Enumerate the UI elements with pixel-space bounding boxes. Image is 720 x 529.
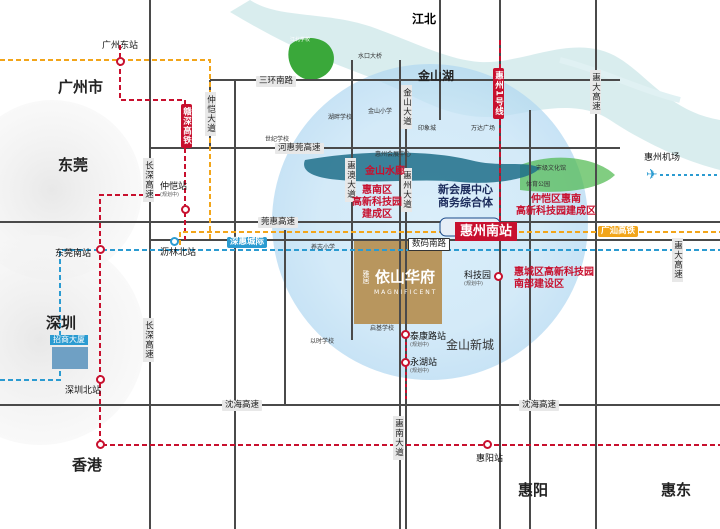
city-shenzhen: 深圳	[46, 314, 77, 332]
zone-huinan: 惠南区 高新科技园 建成区	[352, 185, 402, 220]
poi-lake-school: 湖畔学校	[328, 114, 353, 121]
zone-expo: 新会展中心 商务综合体	[438, 183, 493, 209]
marker-taikang	[401, 330, 410, 339]
road-huiao: 惠澳大道	[345, 158, 356, 202]
road-jinghui: 惠州大道	[401, 168, 412, 212]
marker-shenzhen-north	[96, 375, 105, 384]
rail-shenhui: 深惠城际	[227, 237, 268, 248]
lake-shape	[304, 152, 540, 183]
area-jinshanhu: 金山湖	[418, 69, 455, 83]
road-huida-2: 惠大高速	[672, 238, 683, 282]
park-shape	[288, 38, 334, 80]
marker-kejiyuan	[494, 272, 503, 281]
rail-metro1: 惠州1号线	[493, 68, 504, 119]
project-name-b: 华府	[405, 268, 436, 286]
marker-guangzhou-east	[116, 57, 125, 66]
city-huidong: 惠东	[661, 481, 692, 499]
station-dongguan-south: 东莞南站	[55, 249, 92, 259]
shenzhen-photo	[52, 347, 88, 369]
road-huizhou-dadao: 惠南大道	[393, 416, 404, 460]
road-guanhui: 莞惠高速	[258, 217, 299, 228]
project-block-shape	[354, 240, 442, 324]
poi-shuiguo: 水口大桥	[358, 53, 383, 60]
marker-yonghu	[401, 358, 410, 367]
poi-culture: 市级文化馆	[536, 165, 567, 172]
rail-guangshan: 广汕高铁	[598, 226, 639, 237]
station-huizhou-south: 惠州南站	[455, 222, 518, 241]
road-sanhuan: 三环南路	[256, 76, 297, 87]
station-shenzhen-north: 深圳北站	[65, 386, 102, 396]
city-hongkong: 香港	[72, 456, 103, 474]
poi-jinshan-school: 金山小学	[368, 108, 393, 115]
road-huida: 惠大高速	[590, 70, 601, 114]
road-hehui: 河惠莞高速	[275, 143, 324, 154]
marker-hk-west	[96, 440, 105, 449]
road-yanhai-right: 沈海高速	[519, 400, 560, 411]
marker-zhongkai	[181, 205, 190, 214]
poi-qiji: 启基学校	[370, 325, 395, 332]
poi-shiji: 世纪学校	[265, 136, 290, 143]
road-jinshan-dadao: 金山大道	[401, 85, 412, 129]
city-huiyang: 惠阳	[518, 481, 549, 499]
city-dongguan: 东莞	[58, 156, 89, 174]
station-kejiyuan: 科技园(规划中)	[464, 271, 492, 287]
station-zhongkai: 仲恺站(规划中)	[160, 182, 188, 198]
station-huiyang: 惠阳站	[476, 454, 504, 464]
road-zhongkai: 仲恺大道	[205, 92, 216, 136]
project-brand: 雅居	[362, 270, 370, 284]
rail-ganshen: 赣深高铁	[181, 104, 192, 148]
station-yonghu: 永湖站(规划中)	[410, 358, 438, 374]
poi-yinzheng: 印象城	[418, 125, 437, 132]
poi-expo-center: 惠州会展中心	[375, 151, 412, 158]
station-huizhou-airport: 惠州机场	[644, 153, 681, 163]
station-lilin-north: 沥林北站	[160, 248, 197, 258]
project-name-a: 依山	[375, 268, 406, 286]
station-guangzhou-east: 广州东站	[102, 41, 139, 51]
marker-huiyang	[483, 440, 492, 449]
area-jiangbei: 江北	[412, 12, 437, 26]
road-changshen-2: 长深高速	[143, 318, 154, 362]
road-yanhai-left: 沈海高速	[222, 400, 263, 411]
zone-huicheng: 惠城区高新科技园 南部建设区	[514, 267, 594, 290]
poi-yigu: 以时学校	[310, 338, 335, 345]
station-taikang: 泰康路站(规划中)	[410, 332, 447, 348]
road-shuma: 数码南路	[408, 238, 451, 251]
road-changshen-1: 长深高速	[143, 158, 154, 202]
marker-lilin-north	[170, 237, 179, 246]
zone-jinshan-water: 金山水廊	[365, 166, 405, 177]
poi-gym: 体育公园	[526, 181, 551, 188]
poi-river-school: 江北学校	[290, 37, 311, 43]
poi-yangzhi: 养志小学	[311, 244, 336, 251]
poi-wanda: 万达广场	[471, 125, 496, 132]
dongguan-bubble	[0, 100, 142, 280]
area-jinshan-xincheng: 金山新城	[446, 338, 495, 352]
airport-icon: ✈	[646, 167, 658, 183]
shenzhen-badge: 招商大厦	[50, 335, 88, 345]
zone-zhongkai: 仲恺区惠南 高新科技园建成区	[516, 194, 596, 217]
project-eng: MAGNIFICENT	[374, 289, 438, 296]
city-guangzhou: 广州市	[58, 78, 104, 96]
marker-dongguan-south	[96, 245, 105, 254]
